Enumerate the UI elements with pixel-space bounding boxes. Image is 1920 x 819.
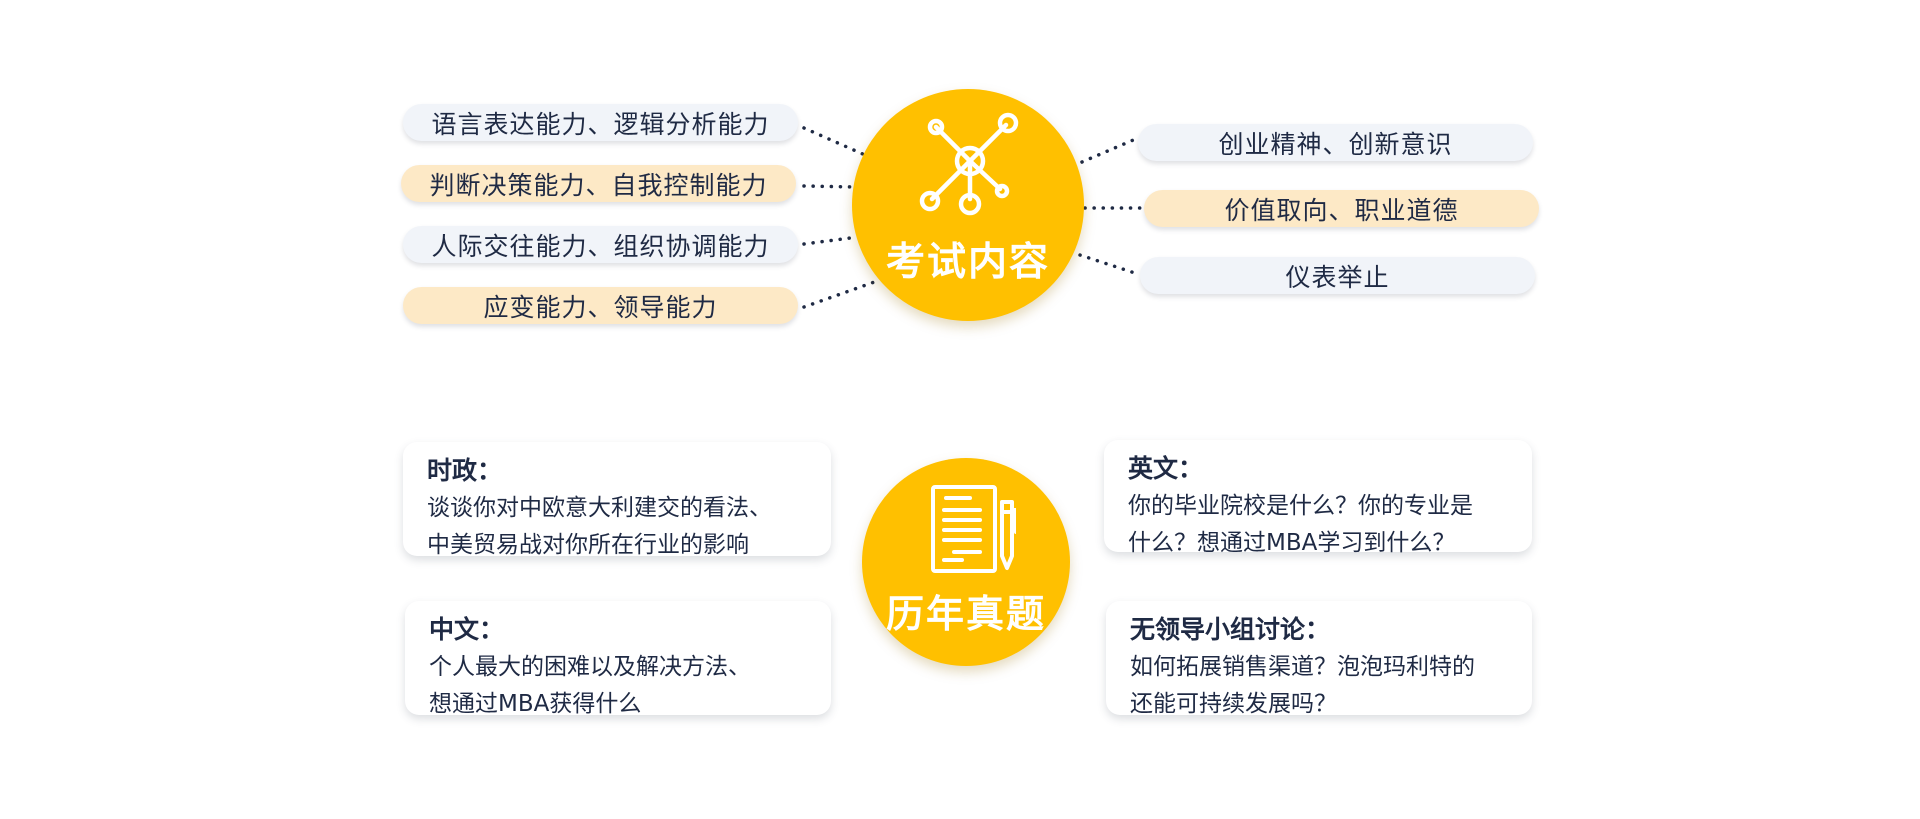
question-card-chinese: 中文： 个人最大的困难以及解决方法、 想通过MBA获得什么 [405,601,831,717]
exam-item-judgment-selfcontrol: 判断决策能力、自我控制能力 [401,165,796,202]
connector-left-1 [802,126,867,157]
exam-item-entrepreneurship-innovation: 创业精神、创新意识 [1138,124,1533,161]
card-title: 无领导小组讨论： [1130,615,1331,644]
exam-item-interpersonal-coordination: 人际交往能力、组织协调能力 [403,226,798,263]
connector-right-3 [1078,253,1140,276]
exam-content-title: 考试内容 [885,240,1050,285]
card-text-line: 什么？想通过MBA学习到什么？ [1128,530,1456,556]
connector-left-2 [802,184,857,189]
past-questions-circle: 历年真题 [862,458,1070,666]
question-card-leaderless-group: 无领导小组讨论： 如何拓展销售渠道？泡泡玛利特的 还能可持续发展吗？ [1106,601,1532,717]
network-nodes-icon [919,112,1019,216]
card-text-line: 如何拓展销售渠道？泡泡玛利特的 [1130,654,1475,680]
connector-right-1 [1080,136,1140,164]
document-pen-icon [931,485,1016,573]
card-title: 时政： [427,456,503,485]
card-text-line: 想通过MBA获得什么 [429,691,642,717]
exam-item-appearance-manner: 仪表举止 [1140,257,1535,294]
card-text-line: 还能可持续发展吗？ [1130,691,1337,717]
card-title: 英文： [1128,454,1204,483]
card-text-line: 个人最大的困难以及解决方法、 [429,654,751,680]
connector-left-3 [802,235,860,246]
card-text-line: 你的毕业院校是什么？你的专业是 [1128,493,1473,519]
card-text-line: 谈谈你对中欧意大利建交的看法、 [427,495,772,521]
exam-item-language-logic: 语言表达能力、逻辑分析能力 [403,104,798,141]
card-text-line: 中美贸易战对你所在行业的影响 [427,532,749,558]
question-card-current-affairs: 时政： 谈谈你对中欧意大利建交的看法、 中美贸易战对你所在行业的影响 [403,442,831,558]
exam-content-circle: 考试内容 [852,89,1084,321]
exam-item-adaptability-leadership: 应变能力、领导能力 [403,287,798,324]
question-card-english: 英文： 你的毕业院校是什么？你的专业是 什么？想通过MBA学习到什么？ [1104,440,1532,556]
card-title: 中文： [429,615,505,644]
exam-item-values-ethics: 价值取向、职业道德 [1144,190,1539,227]
past-questions-title: 历年真题 [885,592,1046,636]
